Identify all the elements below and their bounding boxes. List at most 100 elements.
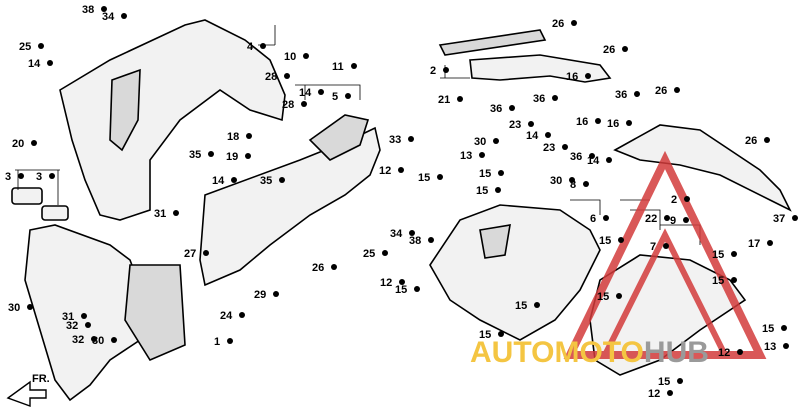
bolt-icon (731, 251, 737, 257)
callout-label: 15 (476, 185, 488, 197)
callout-label: 9 (670, 215, 676, 227)
decal-3a (11, 187, 43, 205)
callout-label: 11 (332, 61, 344, 73)
bolt-icon (239, 312, 245, 318)
callout-label: 15 (712, 249, 724, 261)
callout-label: 8 (570, 179, 576, 191)
bolt-icon (351, 63, 357, 69)
bolt-icon (562, 144, 568, 150)
bolt-icon (509, 105, 515, 111)
bolt-icon (18, 173, 24, 179)
bolt-icon (618, 237, 624, 243)
callout-label: 26 (655, 85, 667, 97)
watermark-text-part1: AUTOMOTO (470, 336, 644, 369)
callout-label: 1 (214, 336, 220, 348)
bolt-icon (595, 118, 601, 124)
bolt-icon (31, 140, 37, 146)
callout-label: 3 (36, 171, 42, 183)
bolt-icon (208, 151, 214, 157)
callout-label: 15 (762, 323, 774, 335)
callout-label: 33 (389, 134, 401, 146)
bolt-icon (91, 336, 97, 342)
callout-label: 38 (409, 235, 421, 247)
callout-label: 14 (299, 87, 312, 99)
bolt-icon (603, 215, 609, 221)
callout-label: 12 (379, 165, 391, 177)
callout-label: 17 (748, 238, 760, 250)
callout-label: 36 (615, 89, 627, 101)
bolt-icon (101, 6, 107, 12)
bolt-icon (626, 120, 632, 126)
bolt-icon (246, 133, 252, 139)
bolt-icon (663, 243, 669, 249)
bolt-icon (409, 230, 415, 236)
bolt-icon (414, 286, 420, 292)
inner-fairing-left (24, 224, 146, 402)
callout-label: 36 (533, 93, 545, 105)
bolt-icon (674, 87, 680, 93)
bolt-icon (173, 210, 179, 216)
bolt-icon (606, 157, 612, 163)
callout-label: 6 (590, 213, 596, 225)
direction-arrow-icon (6, 380, 47, 407)
bolt-icon (781, 325, 787, 331)
callout-label: 26 (603, 44, 615, 56)
callout-label: 24 (220, 310, 233, 322)
callout-label: 13 (764, 341, 776, 353)
callout-label: 26 (552, 18, 564, 30)
callout-label: 5 (332, 91, 338, 103)
bolt-icon (764, 137, 770, 143)
bolt-icon (399, 279, 405, 285)
center-bracket (308, 114, 370, 161)
bolt-icon (767, 240, 773, 246)
bolt-icon (49, 173, 55, 179)
watermark-logo (563, 150, 767, 359)
bolt-icon (571, 20, 577, 26)
bolt-icon (301, 101, 307, 107)
bolt-icon (683, 217, 689, 223)
callout-label: 28 (265, 71, 277, 83)
callout-label: 15 (479, 329, 491, 341)
bolt-icon (203, 250, 209, 256)
callout-label: 3 (5, 171, 11, 183)
bolt-icon (345, 93, 351, 99)
lower-cowl-vent (479, 224, 511, 259)
callout-label: 29 (254, 289, 266, 301)
callout-label: 36 (570, 151, 582, 163)
callout-label: 12 (718, 347, 730, 359)
callout-label: 2 (430, 65, 436, 77)
callout-label: 15 (658, 376, 670, 388)
bolt-icon (331, 264, 337, 270)
bolt-icon (231, 177, 237, 183)
callout-label: 12 (380, 277, 392, 289)
callout-label: 31 (154, 208, 166, 220)
callout-label: 34 (390, 228, 403, 240)
callout-label: 35 (189, 149, 201, 161)
bolt-icon (81, 313, 87, 319)
callout-label: 23 (509, 119, 521, 131)
cowl-vent (109, 68, 141, 152)
callout-label: 13 (460, 150, 472, 162)
callout-label: 34 (102, 11, 115, 23)
bolt-icon (677, 378, 683, 384)
callout-label: 18 (227, 131, 239, 143)
callout-label: 32 (72, 334, 84, 346)
bolt-icon (437, 174, 443, 180)
callout-label: 20 (12, 138, 24, 150)
callout-label: 28 (282, 99, 294, 111)
callout-label: 15 (418, 172, 430, 184)
bolt-icon (47, 60, 53, 66)
callout-label: 15 (479, 168, 491, 180)
callout-label: 15 (599, 235, 611, 247)
callout-label: 35 (260, 175, 272, 187)
callout-label: 21 (438, 94, 450, 106)
bolt-icon (111, 337, 117, 343)
callout-label: 36 (490, 103, 502, 115)
callout-label: 25 (19, 41, 31, 53)
bolt-icon (303, 53, 309, 59)
bolt-icon (260, 43, 266, 49)
bolt-icon (408, 136, 414, 142)
lower-cowl-right (429, 204, 601, 341)
